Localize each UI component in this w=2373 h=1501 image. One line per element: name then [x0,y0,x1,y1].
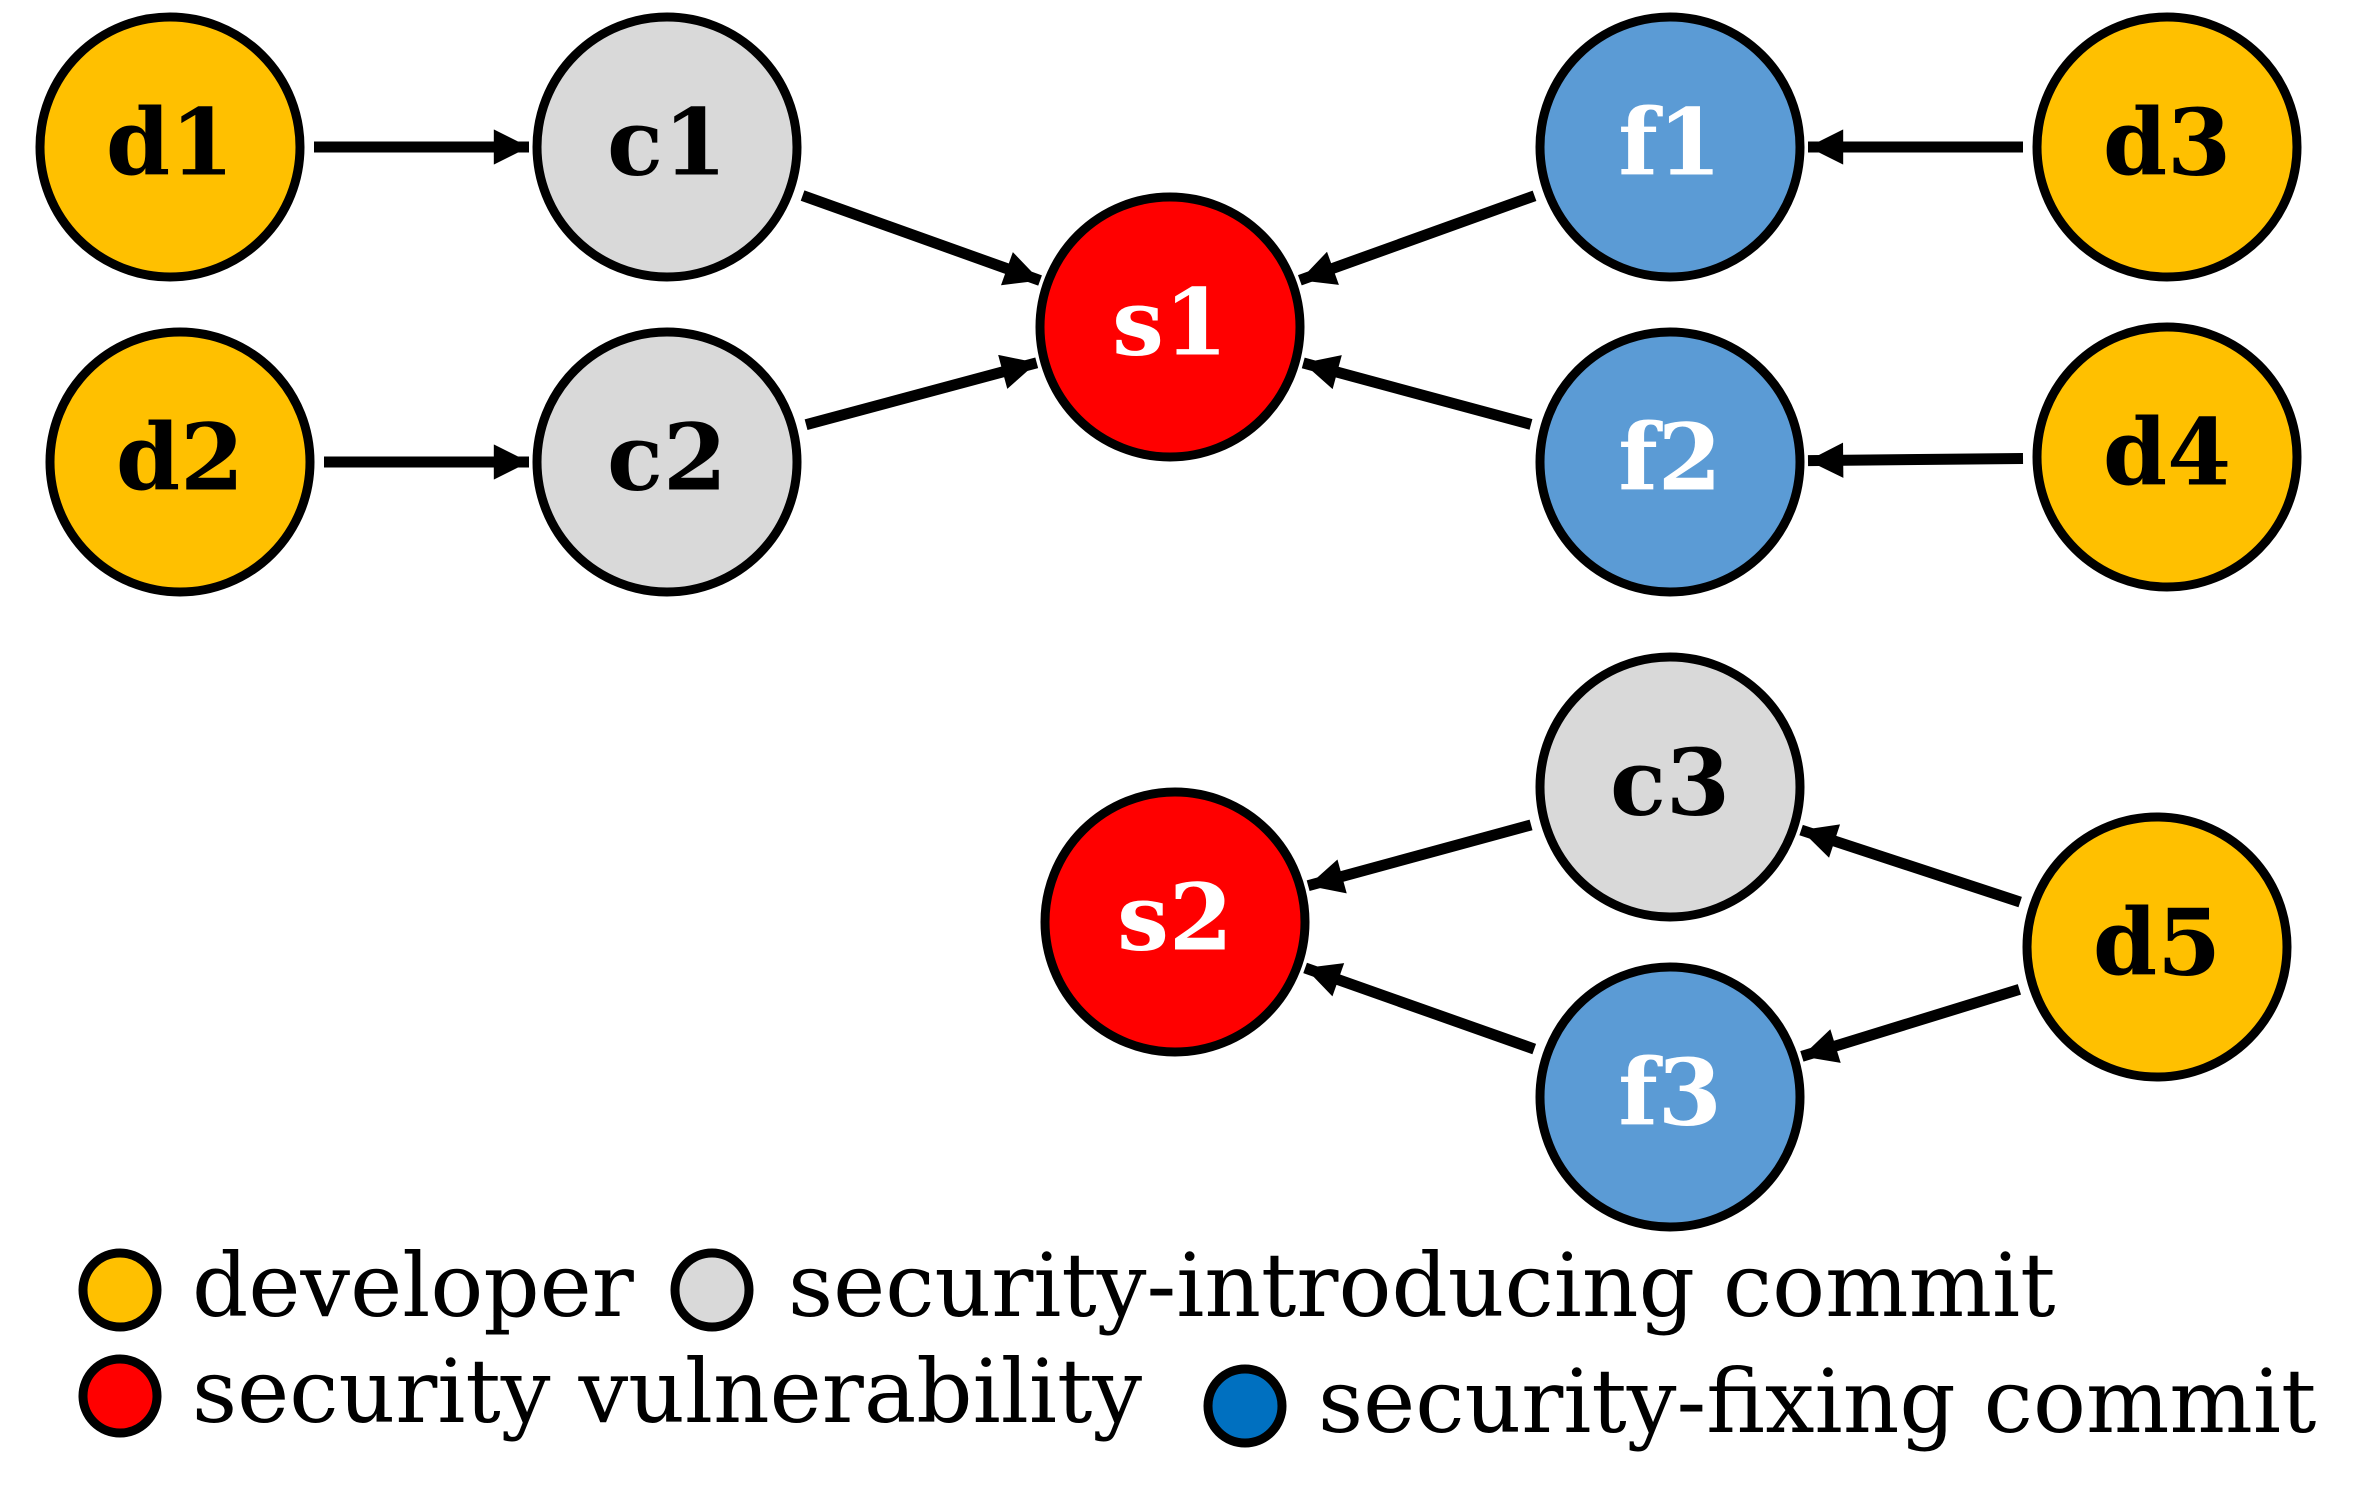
node-circle-s1 [1035,192,1305,462]
edge-d5-to-f3 [1800,984,2021,1063]
edge-d4-to-f2 [1807,442,2024,478]
legend-swatch-commit [670,1248,754,1332]
edge-f3-to-s2 [1303,962,1537,1055]
node-circle-c3 [1535,652,1805,922]
edge-f2-to-s1 [1301,355,1533,430]
nodes-layer: d1 c1 d2 c2 s1 f1 d3 f2 d4 c3 s2 d5 f3 [35,12,2302,1232]
edge-d5-to-c3 [1799,824,2022,908]
node-f2: f2 [1535,327,1805,597]
node-f3: f3 [1535,962,1805,1232]
node-circle-f2 [1535,327,1805,597]
node-label-d5: d5 [2093,889,2221,997]
node-label-d4: d4 [2103,399,2231,507]
node-label-c2: c2 [607,404,727,512]
node-label-f1: f1 [1618,89,1722,197]
node-c1: c1 [532,12,802,282]
node-circle-d4 [2032,322,2302,592]
node-f1: f1 [1535,12,1805,282]
legend-label-developer: developer [192,1234,635,1337]
node-circle-f3 [1535,962,1805,1232]
legend-swatch-vulnerability [78,1354,162,1438]
node-d5: d5 [2022,812,2292,1082]
node-circle-c1 [532,12,802,282]
node-circle-f1 [1535,12,1805,282]
node-circle-d3 [2032,12,2302,282]
node-d4: d4 [2032,322,2302,592]
node-d2: d2 [45,327,315,597]
node-label-d1: d1 [106,89,234,197]
node-d3: d3 [2032,12,2302,282]
node-circle-s2 [1040,787,1310,1057]
edge-c3-to-s2 [1306,819,1533,894]
node-label-c1: c1 [607,89,727,197]
edge-c1-to-s1 [800,190,1042,286]
legend: developer security-introducing commit se… [78,1234,2316,1453]
legend-label-commit: security-introducing commit [788,1234,2056,1337]
edges-layer [314,129,2024,1063]
node-circle-d1 [35,12,305,282]
node-circle-d2 [45,327,315,597]
node-label-f3: f3 [1618,1039,1722,1147]
edge-f1-to-s1 [1297,190,1537,286]
node-label-d3: d3 [2103,89,2231,197]
legend-label-vulnerability: security vulnerability [192,1340,1142,1443]
node-circle-c2 [532,327,802,597]
node-s2: s2 [1040,787,1310,1057]
node-d1: d1 [35,12,305,282]
edge-c2-to-s1 [804,354,1039,430]
node-label-s1: s1 [1112,269,1228,377]
node-circle-d5 [2022,812,2292,1082]
node-s1: s1 [1035,192,1305,462]
node-label-s2: s2 [1117,864,1233,972]
legend-label-fix: security-fixing commit [1318,1350,2316,1453]
node-label-c3: c3 [1610,729,1730,837]
node-c3: c3 [1535,652,1805,922]
legend-swatch-developer [78,1248,162,1332]
node-label-d2: d2 [116,404,244,512]
node-c2: c2 [532,327,802,597]
node-label-f2: f2 [1618,404,1722,512]
legend-swatch-fix [1203,1364,1287,1448]
